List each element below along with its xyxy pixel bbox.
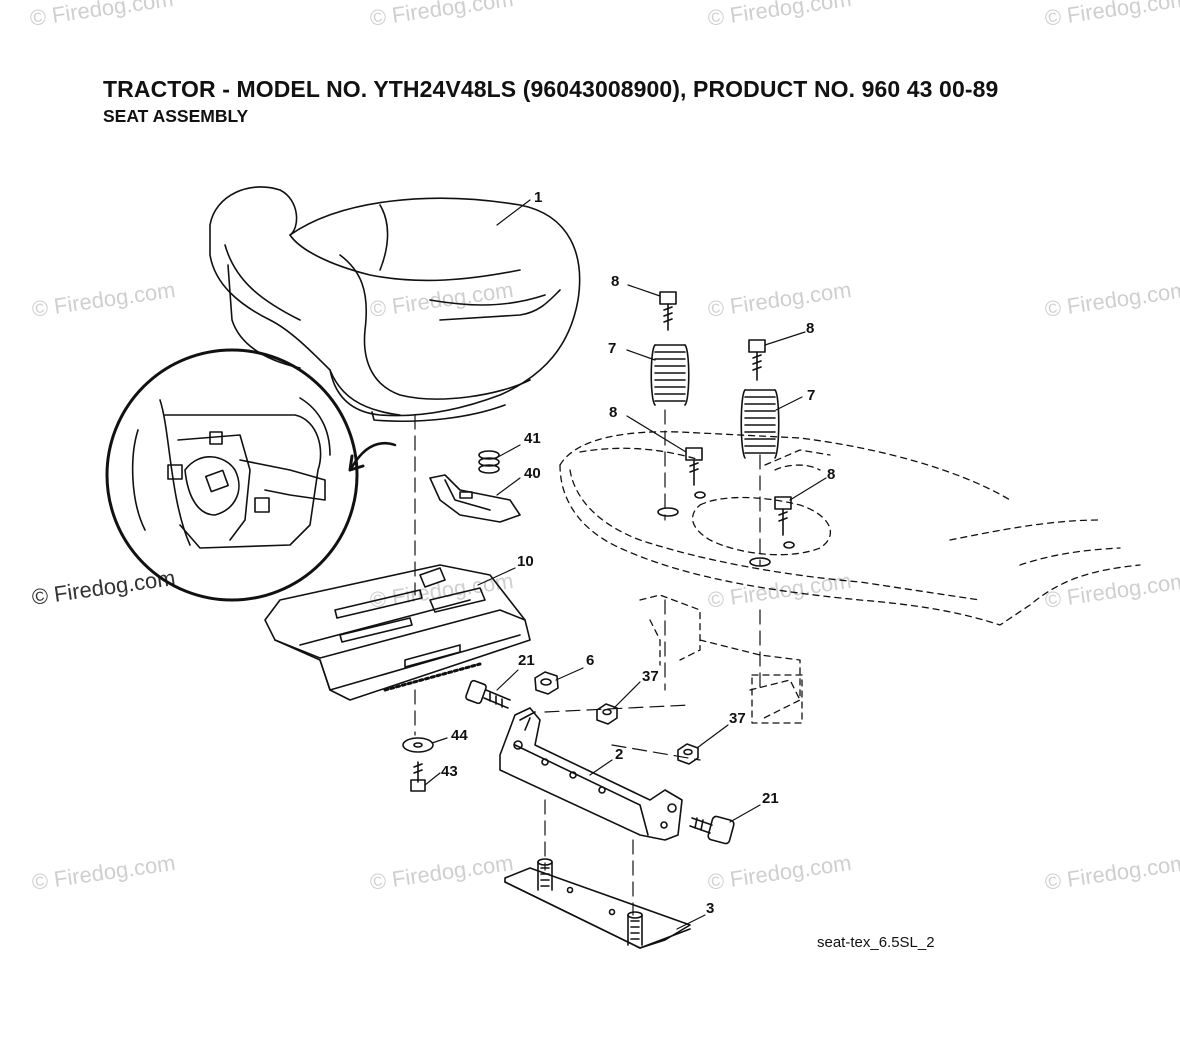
callout-37: 37 xyxy=(642,668,659,685)
plate-3 xyxy=(504,858,691,949)
tractor-frame-reference xyxy=(559,431,1141,724)
callout-8: 8 xyxy=(806,320,815,337)
nut-37-b xyxy=(677,743,699,765)
bolt-8-c xyxy=(685,447,703,486)
callout-8: 8 xyxy=(611,273,620,290)
spring-7-right xyxy=(740,389,780,459)
callout-8: 8 xyxy=(609,404,618,421)
callout-3: 3 xyxy=(706,900,715,917)
seat-pan-10 xyxy=(264,564,531,701)
callout-44: 44 xyxy=(451,727,468,744)
bolt-8-a xyxy=(659,291,677,331)
callout-6: 6 xyxy=(586,652,595,669)
callout-40: 40 xyxy=(524,465,541,482)
callout-37: 37 xyxy=(729,710,746,727)
bolt-43 xyxy=(410,761,426,792)
nut-37-a xyxy=(596,703,618,725)
callout-21: 21 xyxy=(762,790,779,807)
callout-10: 10 xyxy=(517,553,534,570)
callout-7: 7 xyxy=(608,340,617,357)
bolt-21-bottom xyxy=(689,815,735,845)
bolt-8-d xyxy=(774,496,792,536)
bracket-2 xyxy=(499,707,683,841)
callout-41: 41 xyxy=(524,430,541,447)
seat-part xyxy=(209,186,581,422)
bolt-8-b xyxy=(748,339,766,381)
spring-7-left xyxy=(650,344,690,406)
callout-21: 21 xyxy=(518,652,535,669)
washer-44 xyxy=(402,737,434,753)
callout-2: 2 xyxy=(615,746,624,763)
callout-1: 1 xyxy=(534,189,543,206)
spring-41 xyxy=(478,450,500,474)
image-reference-code: seat-tex_6.5SL_2 xyxy=(817,934,935,951)
bolt-21-top xyxy=(465,679,511,709)
page-title: TRACTOR - MODEL NO. YTH24V48LS (96043008… xyxy=(103,76,999,102)
leader-lines xyxy=(424,199,827,930)
callout-7: 7 xyxy=(807,387,816,404)
bracket-40 xyxy=(429,474,521,523)
page-subtitle: SEAT ASSEMBLY xyxy=(103,106,249,126)
nut-6 xyxy=(534,671,559,695)
detail-inset xyxy=(105,348,359,602)
callout-43: 43 xyxy=(441,763,458,780)
callout-8: 8 xyxy=(827,466,836,483)
